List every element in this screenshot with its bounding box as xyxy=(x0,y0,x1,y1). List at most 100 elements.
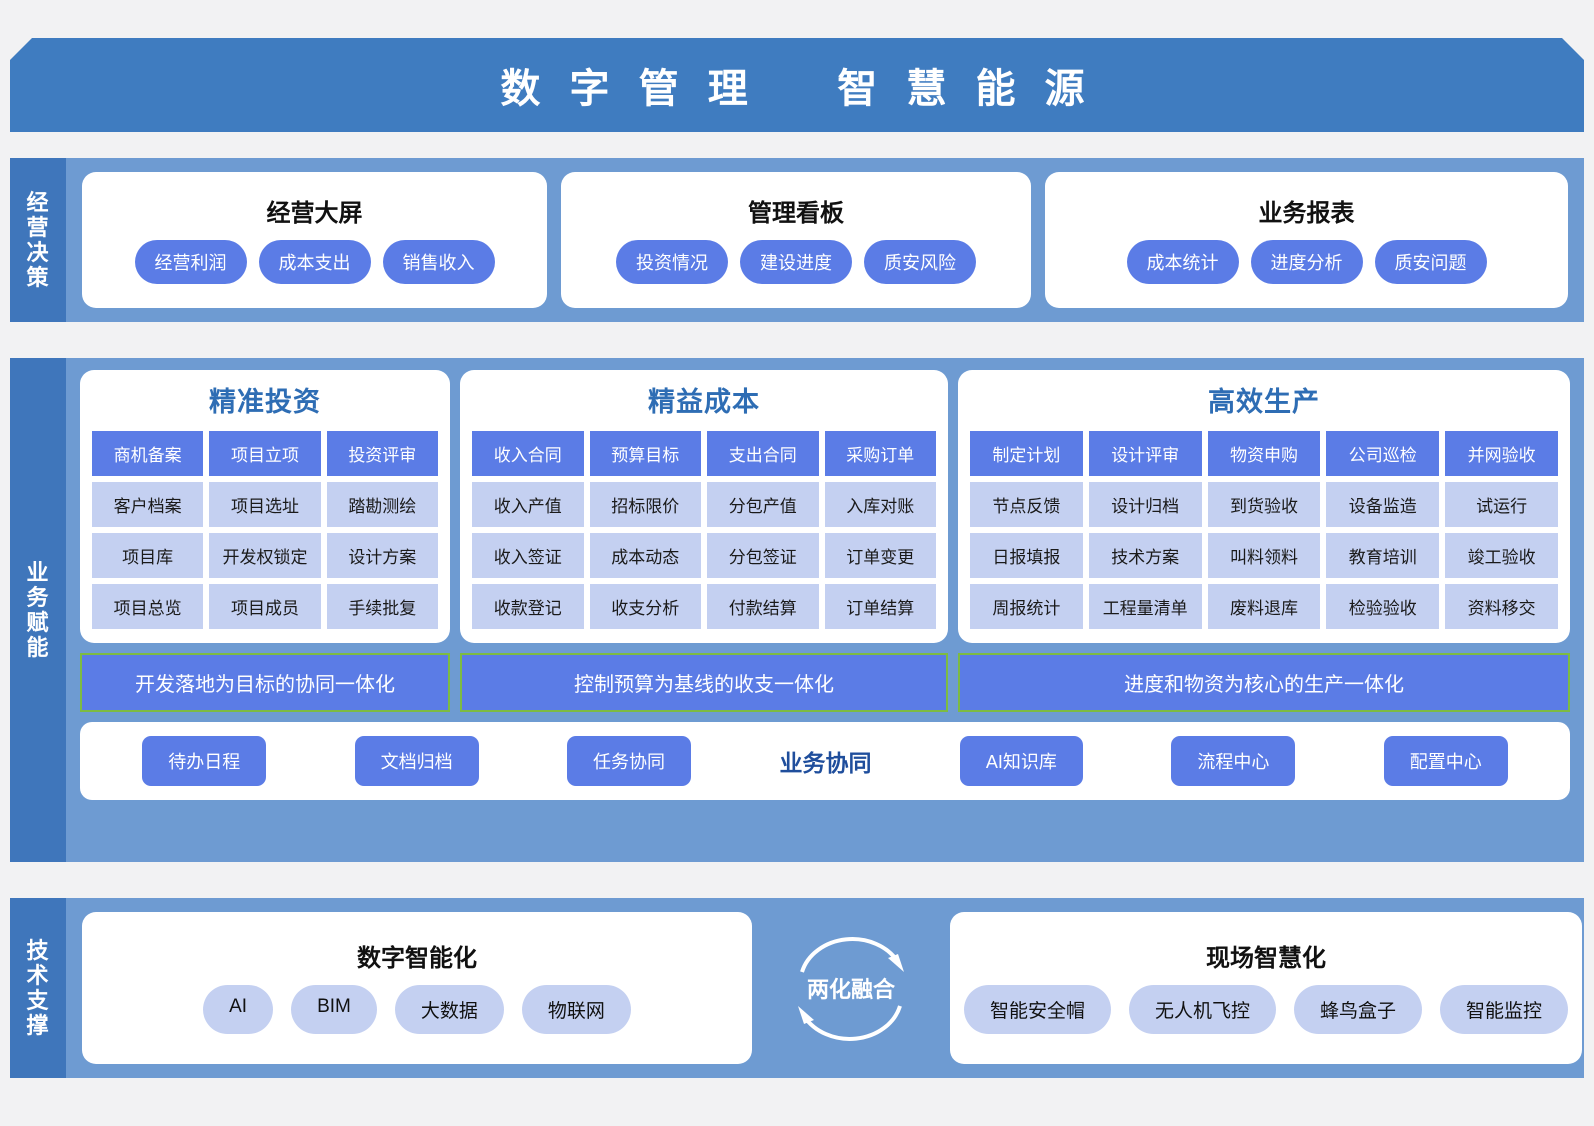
grid-cell[interactable]: 试运行 xyxy=(1445,482,1558,527)
pill-item[interactable]: 质安问题 xyxy=(1374,239,1487,284)
grid-header-cell[interactable]: 采购订单 xyxy=(824,431,936,476)
grid-cell[interactable]: 设计归档 xyxy=(1088,482,1202,527)
grid-header-cell[interactable]: 并网验收 xyxy=(1445,431,1558,476)
grid-cell[interactable]: 日报填报 xyxy=(970,533,1083,578)
grid-cell[interactable]: 付款结算 xyxy=(707,584,819,629)
collab-button-document[interactable]: 文档归档 xyxy=(354,736,479,786)
grid-cell[interactable]: 订单变更 xyxy=(824,533,936,578)
support-card-digital: 数字智能化 AI BIM 大数据 物联网 xyxy=(82,912,752,1064)
pill-group: AI BIM 大数据 物联网 xyxy=(203,985,631,1034)
grid-cell[interactable]: 客户档案 xyxy=(92,482,204,527)
grid-cell[interactable]: 项目库 xyxy=(92,533,204,578)
collab-button-todo[interactable]: 待办日程 xyxy=(142,736,267,786)
grid-cell[interactable]: 检验验收 xyxy=(1326,584,1440,629)
grid-cell[interactable]: 收支分析 xyxy=(589,584,701,629)
page-title: 数 字 管 理 智 慧 能 源 xyxy=(500,67,1094,111)
card-title: 现场智慧化 xyxy=(1206,945,1327,972)
grid-row: 项目库 开发权锁定 设计方案 xyxy=(92,533,438,578)
grid-cell[interactable]: 教育培训 xyxy=(1326,533,1440,578)
summary-bar-production: 进度和物资为核心的生产一体化 xyxy=(958,653,1570,712)
pill-item[interactable]: 经营利润 xyxy=(134,239,247,284)
grid-header-cell[interactable]: 商机备案 xyxy=(92,431,204,476)
grid-cell[interactable]: 订单结算 xyxy=(824,584,936,629)
module-grid: 收入合同 预算目标 支出合同 采购订单 收入产值 招标限价 分包产值 入库对账 xyxy=(472,431,936,629)
grid-header-row: 制定计划 设计评审 物资申购 公司巡检 并网验收 xyxy=(970,431,1558,476)
grid-header-row: 收入合同 预算目标 支出合同 采购订单 xyxy=(472,431,936,476)
grid-cell[interactable]: 招标限价 xyxy=(589,482,701,527)
grid-cell[interactable]: 开发权锁定 xyxy=(209,533,321,578)
grid-header-cell[interactable]: 项目立项 xyxy=(209,431,321,476)
pill-item[interactable]: 智能安全帽 xyxy=(964,985,1112,1034)
collab-button-process-center[interactable]: 流程中心 xyxy=(1171,736,1296,786)
grid-cell[interactable]: 节点反馈 xyxy=(970,482,1083,527)
pill-item[interactable]: 物联网 xyxy=(521,985,631,1034)
pill-group: 智能安全帽 无人机飞控 蜂鸟盒子 智能监控 xyxy=(964,985,1569,1034)
grid-cell[interactable]: 项目选址 xyxy=(209,482,321,527)
grid-header-row: 商机备案 项目立项 投资评审 xyxy=(92,431,438,476)
grid-cell[interactable]: 资料移交 xyxy=(1445,584,1558,629)
grid-header-cell[interactable]: 公司巡检 xyxy=(1326,431,1440,476)
grid-header-cell[interactable]: 预算目标 xyxy=(589,431,701,476)
grid-cell[interactable]: 废料退库 xyxy=(1207,584,1321,629)
grid-cell[interactable]: 手续批复 xyxy=(326,584,438,629)
pill-item[interactable]: 大数据 xyxy=(394,985,504,1034)
grid-cell[interactable]: 技术方案 xyxy=(1088,533,1202,578)
pill-item[interactable]: 蜂鸟盒子 xyxy=(1294,985,1423,1034)
title-banner: 数 字 管 理 智 慧 能 源 xyxy=(10,38,1584,132)
grid-row: 项目总览 项目成员 手续批复 xyxy=(92,584,438,629)
pill-item[interactable]: BIM xyxy=(291,985,377,1034)
grid-header-cell[interactable]: 物资申购 xyxy=(1207,431,1321,476)
grid-cell[interactable]: 收款登记 xyxy=(472,584,584,629)
pill-item[interactable]: 进度分析 xyxy=(1250,239,1363,284)
grid-cell[interactable]: 踏勘测绘 xyxy=(326,482,438,527)
grid-cell[interactable]: 设计方案 xyxy=(326,533,438,578)
decision-card-reports[interactable]: 业务报表 成本统计 进度分析 质安问题 xyxy=(1045,172,1568,308)
pill-item[interactable]: 智能监控 xyxy=(1440,985,1569,1034)
collab-button-config-center[interactable]: 配置中心 xyxy=(1383,736,1508,786)
module-grid: 制定计划 设计评审 物资申购 公司巡检 并网验收 节点反馈 设计归档 到货验收 … xyxy=(970,431,1558,629)
pill-item[interactable]: 建设进度 xyxy=(740,239,852,284)
collaboration-label: 业务协同 xyxy=(779,750,872,776)
side-tab-decision: 经营决策 xyxy=(10,158,66,322)
grid-cell[interactable]: 工程量清单 xyxy=(1088,584,1202,629)
grid-cell[interactable]: 项目总览 xyxy=(92,584,204,629)
grid-cell[interactable]: 周报统计 xyxy=(970,584,1083,629)
pill-item[interactable]: 投资情况 xyxy=(616,239,728,284)
grid-header-cell[interactable]: 设计评审 xyxy=(1088,431,1202,476)
decision-card-dashboard[interactable]: 经营大屏 经营利润 成本支出 销售收入 xyxy=(82,172,547,308)
grid-cell[interactable]: 设备监造 xyxy=(1326,482,1440,527)
side-tab-empower-label: 业务赋能 xyxy=(26,559,50,661)
grid-row: 客户档案 项目选址 踏勘测绘 xyxy=(92,482,438,527)
grid-cell[interactable]: 分包产值 xyxy=(707,482,819,527)
grid-cell[interactable]: 竣工验收 xyxy=(1445,533,1558,578)
pill-item[interactable]: 质安风险 xyxy=(864,239,976,284)
grid-header-cell[interactable]: 制定计划 xyxy=(970,431,1083,476)
grid-cell[interactable]: 成本动态 xyxy=(589,533,701,578)
grid-cell[interactable]: 项目成员 xyxy=(209,584,321,629)
grid-header-cell[interactable]: 支出合同 xyxy=(707,431,819,476)
pill-item[interactable]: 成本统计 xyxy=(1126,239,1239,284)
grid-row: 收入产值 招标限价 分包产值 入库对账 xyxy=(472,482,936,527)
section-decision: 经营决策 经营大屏 经营利润 成本支出 销售收入 管理看板 投资情况 建设进度 … xyxy=(10,158,1584,322)
decision-card-kanban[interactable]: 管理看板 投资情况 建设进度 质安风险 xyxy=(561,172,1031,308)
grid-cell[interactable]: 叫料领料 xyxy=(1207,533,1321,578)
pill-item[interactable]: 无人机飞控 xyxy=(1129,985,1277,1034)
pill-item[interactable]: AI xyxy=(203,985,274,1034)
grid-row: 收款登记 收支分析 付款结算 订单结算 xyxy=(472,584,936,629)
grid-cell[interactable]: 分包签证 xyxy=(707,533,819,578)
grid-cell[interactable]: 入库对账 xyxy=(824,482,936,527)
grid-cell[interactable]: 到货验收 xyxy=(1207,482,1321,527)
collab-button-ai-knowledge[interactable]: AI知识库 xyxy=(959,736,1083,786)
side-tab-support: 技术支撑 xyxy=(10,898,66,1078)
pill-item[interactable]: 成本支出 xyxy=(258,239,371,284)
grid-row: 收入签证 成本动态 分包签证 订单变更 xyxy=(472,533,936,578)
grid-cell[interactable]: 收入签证 xyxy=(472,533,584,578)
section-empower: 业务赋能 精准投资 商机备案 项目立项 投资评审 客户档案 项目选 xyxy=(10,358,1584,862)
collab-button-task[interactable]: 任务协同 xyxy=(567,736,692,786)
pill-group: 投资情况 建设进度 质安风险 xyxy=(616,239,976,284)
grid-header-cell[interactable]: 投资评审 xyxy=(326,431,438,476)
pill-item[interactable]: 销售收入 xyxy=(382,239,495,284)
grid-header-cell[interactable]: 收入合同 xyxy=(472,431,584,476)
grid-cell[interactable]: 收入产值 xyxy=(472,482,584,527)
